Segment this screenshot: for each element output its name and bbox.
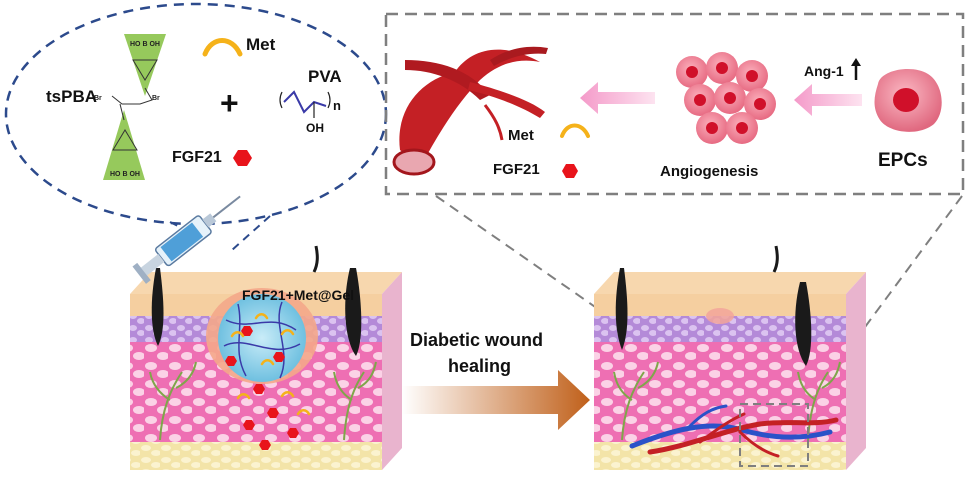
ingredients-dashed-ellipse bbox=[4, 2, 388, 226]
green-triangle-top bbox=[124, 34, 166, 96]
angiogenesis-cells bbox=[676, 52, 776, 144]
process-label-line1: Diabetic wound bbox=[410, 330, 543, 350]
cell bbox=[714, 82, 746, 114]
tspba-molecule: HO B OH HO B OH Br Br bbox=[94, 34, 166, 180]
up-arrow-icon bbox=[851, 58, 861, 80]
ang1-label: Ang-1 bbox=[804, 63, 844, 79]
cell bbox=[696, 112, 728, 144]
mechanism-panel: Met FGF21 Angiogenesis Ang-1 bbox=[384, 12, 965, 196]
ingredients-panel: HO B OH HO B OH Br Br tsPBA + Met PVA n … bbox=[4, 2, 388, 226]
mech-fgf21-hexagon-icon bbox=[562, 164, 578, 178]
pva-oh-label: OH bbox=[306, 121, 324, 135]
bromide-right-label: Br bbox=[152, 95, 160, 102]
met-curve-icon bbox=[202, 38, 243, 57]
tspba-label: tsPBA bbox=[46, 87, 97, 106]
blood-vessel-icon bbox=[392, 46, 548, 176]
cell bbox=[736, 60, 768, 92]
bromide-left-label: Br bbox=[94, 95, 102, 102]
epc-cell-icon bbox=[874, 69, 942, 132]
process-label-line2: healing bbox=[448, 356, 511, 376]
cell bbox=[744, 88, 776, 120]
green-triangle-bottom bbox=[103, 110, 145, 180]
pva-structure bbox=[279, 90, 331, 118]
cell bbox=[676, 56, 708, 88]
mech-met-curve-icon bbox=[560, 123, 590, 138]
epcs-label: EPCs bbox=[878, 150, 928, 171]
skin-left bbox=[130, 245, 402, 470]
mechanism-dashed-box bbox=[384, 12, 965, 196]
mech-met-label: Met bbox=[508, 127, 534, 144]
cell bbox=[726, 112, 758, 144]
pva-repeat-label: n bbox=[333, 98, 341, 113]
pva-label: PVA bbox=[308, 67, 342, 86]
zoom-region-box bbox=[739, 403, 809, 467]
angiogenesis-label: Angiogenesis bbox=[660, 163, 758, 180]
process-arrow bbox=[402, 370, 590, 430]
arrow-to-vessel bbox=[580, 82, 655, 114]
released-fgf21 bbox=[225, 326, 299, 450]
syringe-icon bbox=[132, 195, 241, 284]
skin-right bbox=[594, 245, 866, 470]
fgf21-label: FGF21 bbox=[172, 149, 222, 166]
gel-injection-label: FGF21+Met@Gel bbox=[242, 287, 354, 303]
arrow-to-cells bbox=[794, 84, 862, 116]
hydrogel bbox=[218, 294, 306, 382]
boronic-bottom-label: HO B OH bbox=[110, 171, 140, 178]
mech-fgf21-label: FGF21 bbox=[493, 161, 540, 178]
cell bbox=[684, 84, 716, 116]
boronic-top-label: HO B OH bbox=[130, 41, 160, 48]
fgf21-hexagon-icon bbox=[233, 150, 252, 166]
released-met bbox=[230, 313, 311, 416]
plus-sign: + bbox=[220, 85, 239, 121]
met-label: Met bbox=[246, 35, 276, 54]
cell bbox=[706, 52, 738, 84]
